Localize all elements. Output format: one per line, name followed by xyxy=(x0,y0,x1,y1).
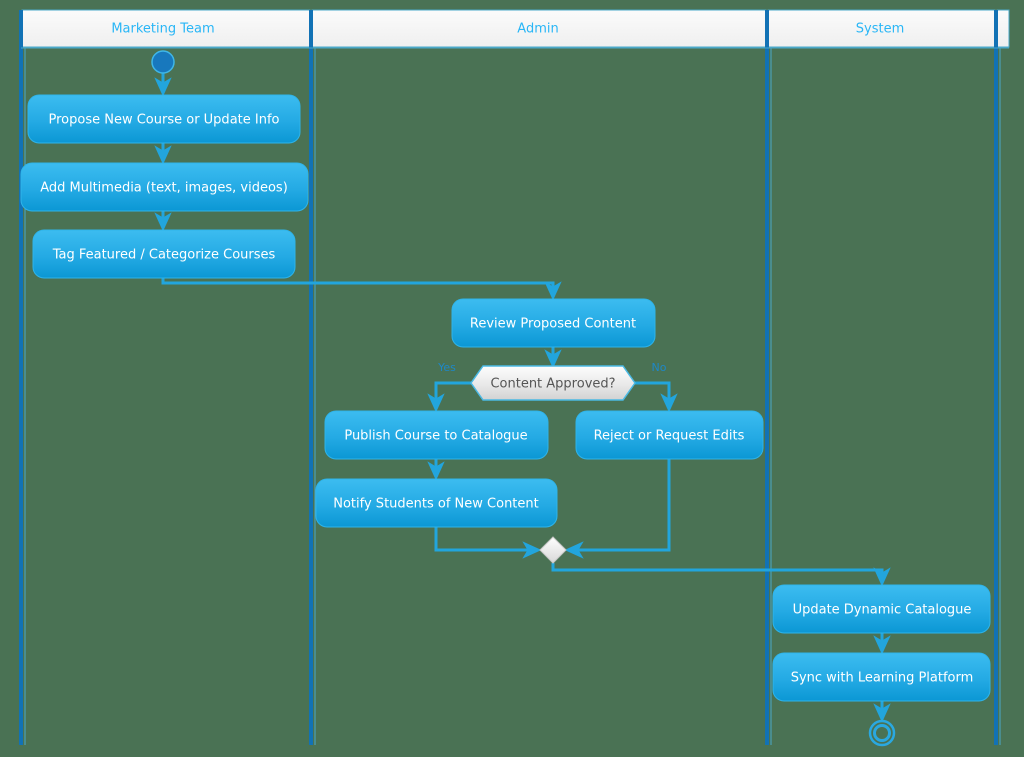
edge-reject-to-merge xyxy=(564,459,671,559)
node-reject-or-request-edits[interactable]: Reject or Request Edits xyxy=(575,410,764,460)
lane-header-spare xyxy=(996,9,1010,48)
flow-edges xyxy=(154,73,891,723)
merge-node[interactable] xyxy=(539,536,567,564)
node-label: Sync with Learning Platform xyxy=(791,671,974,686)
edge-label-yes: Yes xyxy=(437,361,456,374)
node-label: Tag Featured / Categorize Courses xyxy=(52,248,276,263)
node-label: Update Dynamic Catalogue xyxy=(793,603,972,618)
node-label: Propose New Course or Update Info xyxy=(49,113,280,128)
end-node[interactable] xyxy=(868,719,896,747)
node-content-approved-decision[interactable]: Content Approved? xyxy=(470,365,636,401)
node-label: Publish Course to Catalogue xyxy=(344,429,527,444)
lane-header-system xyxy=(767,9,996,48)
edge-tag-to-review xyxy=(161,278,562,301)
node-update-dynamic-catalogue[interactable]: Update Dynamic Catalogue xyxy=(772,584,991,634)
lane-title-marketing: Marketing Team xyxy=(111,22,214,37)
node-propose-new-course[interactable]: Propose New Course or Update Info xyxy=(27,94,301,144)
lane-headers: Marketing Team Admin System xyxy=(21,9,1010,48)
decision-label: Content Approved? xyxy=(490,377,615,392)
node-sync-with-learning-platform[interactable]: Sync with Learning Platform xyxy=(772,652,991,702)
lane-title-system: System xyxy=(856,22,904,37)
node-notify-students[interactable]: Notify Students of New Content xyxy=(315,478,558,528)
node-label: Review Proposed Content xyxy=(470,317,636,332)
node-review-proposed-content[interactable]: Review Proposed Content xyxy=(451,298,656,348)
node-label: Notify Students of New Content xyxy=(333,497,539,512)
flow-nodes: Propose New Course or Update Info Add Mu… xyxy=(20,50,991,747)
edge-labels: Yes No xyxy=(437,361,667,374)
edge-label-no: No xyxy=(652,361,667,374)
lane-title-admin: Admin xyxy=(517,22,558,37)
lane-dividers xyxy=(19,10,1009,745)
lane-header-marketing xyxy=(21,9,311,48)
edge-merge-to-update-catalogue xyxy=(551,563,891,587)
node-add-multimedia[interactable]: Add Multimedia (text, images, videos) xyxy=(20,162,309,212)
edge-notify-to-merge xyxy=(434,527,542,559)
lane-header-admin xyxy=(311,9,767,48)
start-node[interactable] xyxy=(151,50,175,74)
edge-approved-no-to-reject xyxy=(635,381,678,413)
node-label: Add Multimedia (text, images, videos) xyxy=(40,181,288,196)
node-publish-course[interactable]: Publish Course to Catalogue xyxy=(324,410,549,460)
node-tag-featured[interactable]: Tag Featured / Categorize Courses xyxy=(32,229,296,279)
node-label: Reject or Request Edits xyxy=(594,429,745,444)
edge-approved-yes-to-publish xyxy=(427,381,471,413)
